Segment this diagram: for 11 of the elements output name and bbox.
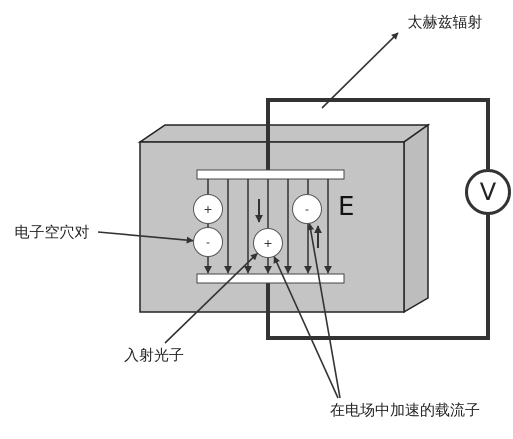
- leader-arrow: [164, 252, 258, 344]
- leader-arrow: [321, 32, 399, 109]
- field-label: E: [338, 192, 354, 222]
- leader-arrow: [307, 223, 341, 398]
- radiation-label: 太赫兹辐射: [398, 10, 492, 34]
- carrier-label: 在电场中加速的载流子: [310, 398, 500, 422]
- pair-label: 电子空穴对: [6, 220, 98, 244]
- voltmeter-circle: V: [465, 169, 511, 215]
- leader-arrow: [273, 256, 339, 398]
- photon-label: 入射光子: [116, 343, 192, 367]
- leader-arrow: [98, 231, 194, 244]
